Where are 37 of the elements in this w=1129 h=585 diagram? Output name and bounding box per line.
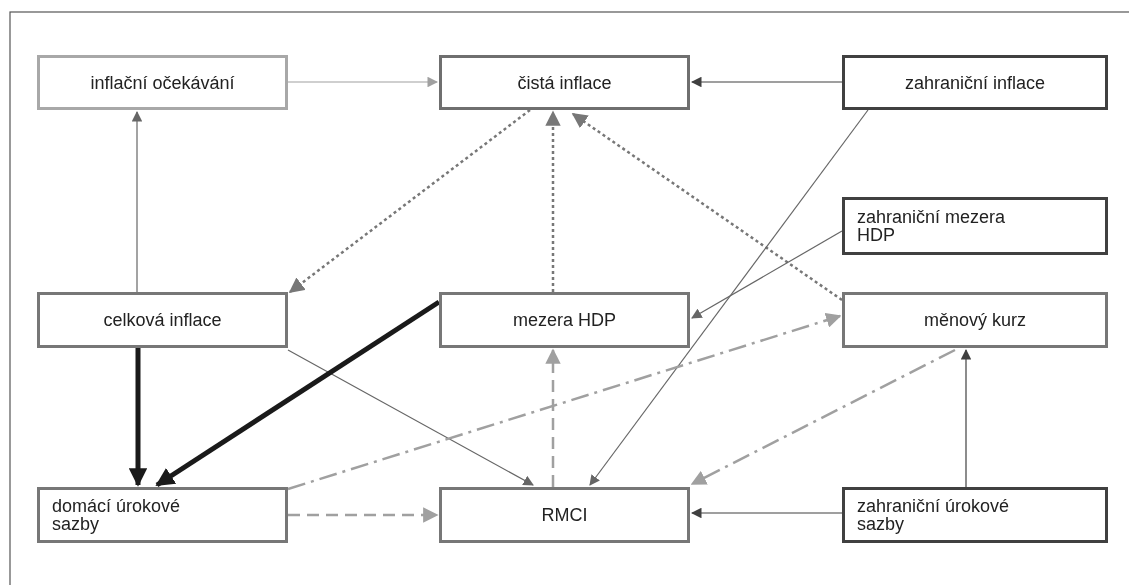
node-label: čistá inflace bbox=[517, 73, 612, 92]
box bbox=[37, 55, 288, 110]
arrow bbox=[287, 312, 842, 491]
box bbox=[439, 487, 690, 543]
box bbox=[37, 487, 288, 543]
box bbox=[842, 197, 1108, 255]
arrow bbox=[287, 76, 439, 88]
arrow bbox=[589, 109, 869, 486]
node-label: inflační očekávání bbox=[90, 73, 235, 92]
arrow bbox=[690, 507, 843, 519]
arrow bbox=[287, 349, 534, 486]
box bbox=[842, 487, 1108, 543]
arrow bbox=[288, 507, 439, 523]
box bbox=[439, 55, 690, 110]
arrow bbox=[690, 348, 956, 486]
box bbox=[842, 55, 1108, 110]
node-label: zahraniční mezera HDP bbox=[857, 208, 1007, 244]
node-label: zahraniční inflace bbox=[904, 73, 1046, 92]
arrow bbox=[128, 348, 148, 487]
arrow bbox=[691, 230, 843, 319]
arrow bbox=[545, 110, 561, 292]
node-label: mezera HDP bbox=[513, 311, 616, 329]
arrow bbox=[571, 112, 843, 302]
box bbox=[439, 292, 690, 348]
arrow bbox=[960, 348, 972, 488]
node-label: domácí úrokové sazby bbox=[52, 497, 182, 533]
box bbox=[37, 292, 288, 348]
arrow bbox=[690, 76, 843, 88]
arrow bbox=[155, 299, 441, 488]
arrow bbox=[545, 348, 561, 487]
node-label: RMCI bbox=[541, 506, 588, 524]
node-label: měnový kurz bbox=[923, 311, 1026, 329]
arrow bbox=[288, 109, 531, 293]
node-label: celková inflace bbox=[103, 311, 222, 329]
box bbox=[842, 292, 1108, 348]
arrow bbox=[131, 110, 143, 293]
node-label: zahraniční úrokové sazby bbox=[857, 497, 1011, 533]
